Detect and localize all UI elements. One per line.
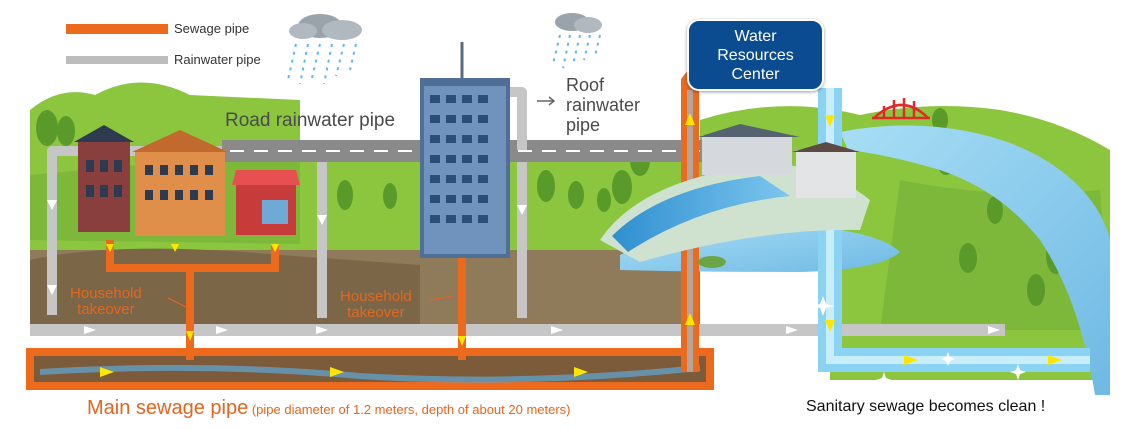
- rain-cloud-icon: [552, 13, 602, 69]
- rain-cloud-icon: [287, 14, 362, 85]
- household-left-line-1: Household: [70, 285, 142, 302]
- wrc-line-3: Center: [731, 65, 780, 83]
- houses: [74, 125, 300, 236]
- household-left-line-2: takeover: [77, 301, 135, 318]
- legend-sewage-label: Sewage pipe: [174, 21, 250, 36]
- legend: [66, 24, 168, 64]
- label-pointers: [167, 295, 453, 309]
- treatment-plant: [600, 124, 870, 268]
- roof-label-line-1: Roof: [566, 75, 605, 95]
- water-resources-center-badge: Water Resources Center: [687, 19, 824, 91]
- wrc-line-2: Resources: [717, 46, 794, 64]
- household-takeover-mid-label: Household takeover: [340, 289, 412, 321]
- roof-label-line-3: pipe: [566, 115, 601, 135]
- red-bridge-icon: [872, 98, 930, 120]
- legend-rainwater-label: Rainwater pipe: [174, 52, 261, 67]
- roof-label-line-2: rainwater: [566, 95, 641, 115]
- main-sewage-pipe-caption: Main sewage pipe (pipe diameter of 1.2 m…: [87, 397, 571, 420]
- household-mid-line-1: Household: [340, 288, 412, 305]
- rainwater-flow-arrows: [47, 200, 1000, 334]
- roof-rainwater-pipe-label: Roof rainwater pipe: [566, 75, 640, 135]
- sparkles: [812, 296, 1026, 388]
- household-mid-line-2: takeover: [347, 304, 405, 321]
- main-sewage-pipe-note: (pipe diameter of 1.2 meters, depth of a…: [248, 402, 571, 417]
- main-sewage-pipe-title: Main sewage pipe: [87, 397, 249, 419]
- wrc-line-1: Water: [734, 27, 777, 45]
- household-takeover-left-label: Household takeover: [70, 286, 142, 318]
- clean-water-caption: Sanitary sewage becomes clean !: [806, 398, 1046, 415]
- legend-sewage-swatch: [66, 24, 168, 34]
- office-building: [420, 42, 510, 258]
- legend-rainwater-swatch: [66, 56, 168, 64]
- road-rainwater-pipe-label: Road rainwater pipe: [225, 110, 396, 131]
- roof-pipe-pointer: [537, 96, 556, 106]
- sewage-flow-arrows: [100, 113, 1062, 377]
